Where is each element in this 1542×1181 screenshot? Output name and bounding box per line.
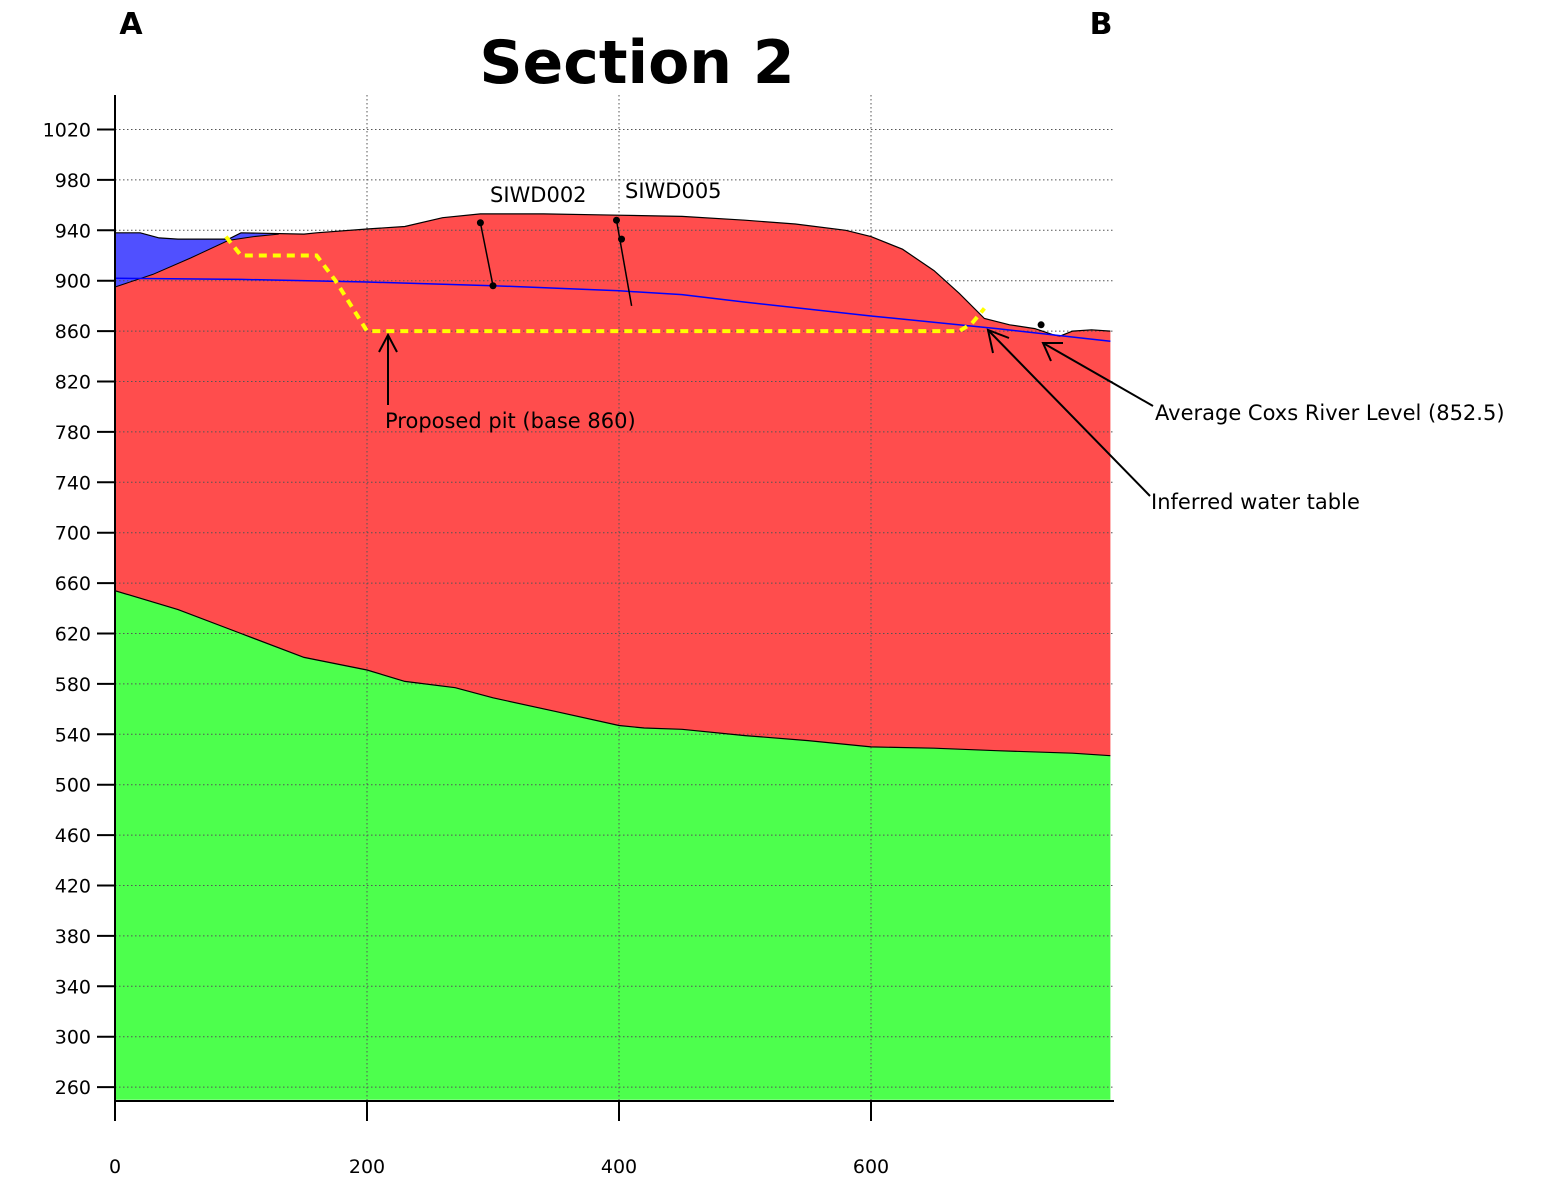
y-tick-label-1020: 1020 xyxy=(43,120,91,142)
y-tick-label-420: 420 xyxy=(55,876,91,898)
river-arrow-shaft xyxy=(1042,342,1154,407)
y-tick-label-820: 820 xyxy=(55,372,91,394)
borehole-label-siwd002: SIWD002 xyxy=(490,183,587,207)
annotation-coxs-river: Average Coxs River Level (852.5) xyxy=(1155,401,1505,425)
river-level-point xyxy=(1037,321,1045,329)
y-tick-label-300: 300 xyxy=(55,1027,91,1049)
y-tick-label-380: 380 xyxy=(55,926,91,948)
borehole-end-siwd002 xyxy=(489,282,497,290)
boreholes xyxy=(476,216,1045,329)
water-table-arrow-shaft xyxy=(987,329,1151,497)
x-tick-label-600: 600 xyxy=(853,1156,889,1178)
borehole-collar-siwd002 xyxy=(476,219,484,227)
pit-arrow-head xyxy=(378,332,398,353)
x-tick-label-400: 400 xyxy=(601,1156,637,1178)
y-tick-label-980: 980 xyxy=(55,170,91,192)
proposed-pit-line xyxy=(224,235,986,334)
y-tick-label-860: 860 xyxy=(55,321,91,343)
red-unit-base-line xyxy=(115,590,1111,757)
y-tick-label-700: 700 xyxy=(55,523,91,545)
corner-label-b: B xyxy=(1090,7,1113,42)
ground-surface-line xyxy=(115,213,1111,337)
water-table-arrow-head xyxy=(986,328,1010,354)
y-tick-label-660: 660 xyxy=(55,573,91,595)
borehole-trace-siwd005 xyxy=(615,220,633,307)
red-unit-fill xyxy=(115,213,1111,756)
annotation-arrows xyxy=(378,328,1154,497)
water-table-line xyxy=(115,277,1111,342)
y-tick-label-500: 500 xyxy=(55,775,91,797)
y-tick-label-620: 620 xyxy=(55,624,91,646)
blue-unit-base-line xyxy=(115,233,279,288)
annotation-water-table: Inferred water table xyxy=(1151,490,1360,514)
y-tick-label-580: 580 xyxy=(55,674,91,696)
green-unit-fill xyxy=(115,590,1111,1100)
y-tick-label-740: 740 xyxy=(55,472,91,494)
geologic-units xyxy=(115,213,1111,1100)
y-tick-label-900: 900 xyxy=(55,271,91,293)
river-arrow-head xyxy=(1041,342,1063,362)
y-tick-label-260: 260 xyxy=(55,1077,91,1099)
y-tick-label-540: 540 xyxy=(55,724,91,746)
y-tick-label-460: 460 xyxy=(55,825,91,847)
corner-label-a: A xyxy=(119,7,143,42)
y-tick-label-780: 780 xyxy=(55,422,91,444)
blue-unit-fill xyxy=(115,232,279,287)
borehole-trace-siwd002 xyxy=(479,222,494,286)
section-lines xyxy=(115,213,1111,757)
annotation-proposed-pit: Proposed pit (base 860) xyxy=(385,409,636,433)
x-tick-label-0: 0 xyxy=(109,1156,121,1178)
borehole-marker-siwd005 xyxy=(618,235,626,243)
axes xyxy=(97,95,1114,1121)
chart-title: Section 2 xyxy=(479,28,794,98)
borehole-collar-siwd005 xyxy=(612,216,620,224)
y-tick-label-340: 340 xyxy=(55,976,91,998)
y-tick-label-940: 940 xyxy=(55,220,91,242)
tick-labels: 260 300 340 380 420 460 500 540 580 620 660 700 740 7… xyxy=(43,120,889,1179)
x-tick-label-200: 200 xyxy=(349,1156,385,1178)
borehole-label-siwd005: SIWD005 xyxy=(625,179,722,203)
